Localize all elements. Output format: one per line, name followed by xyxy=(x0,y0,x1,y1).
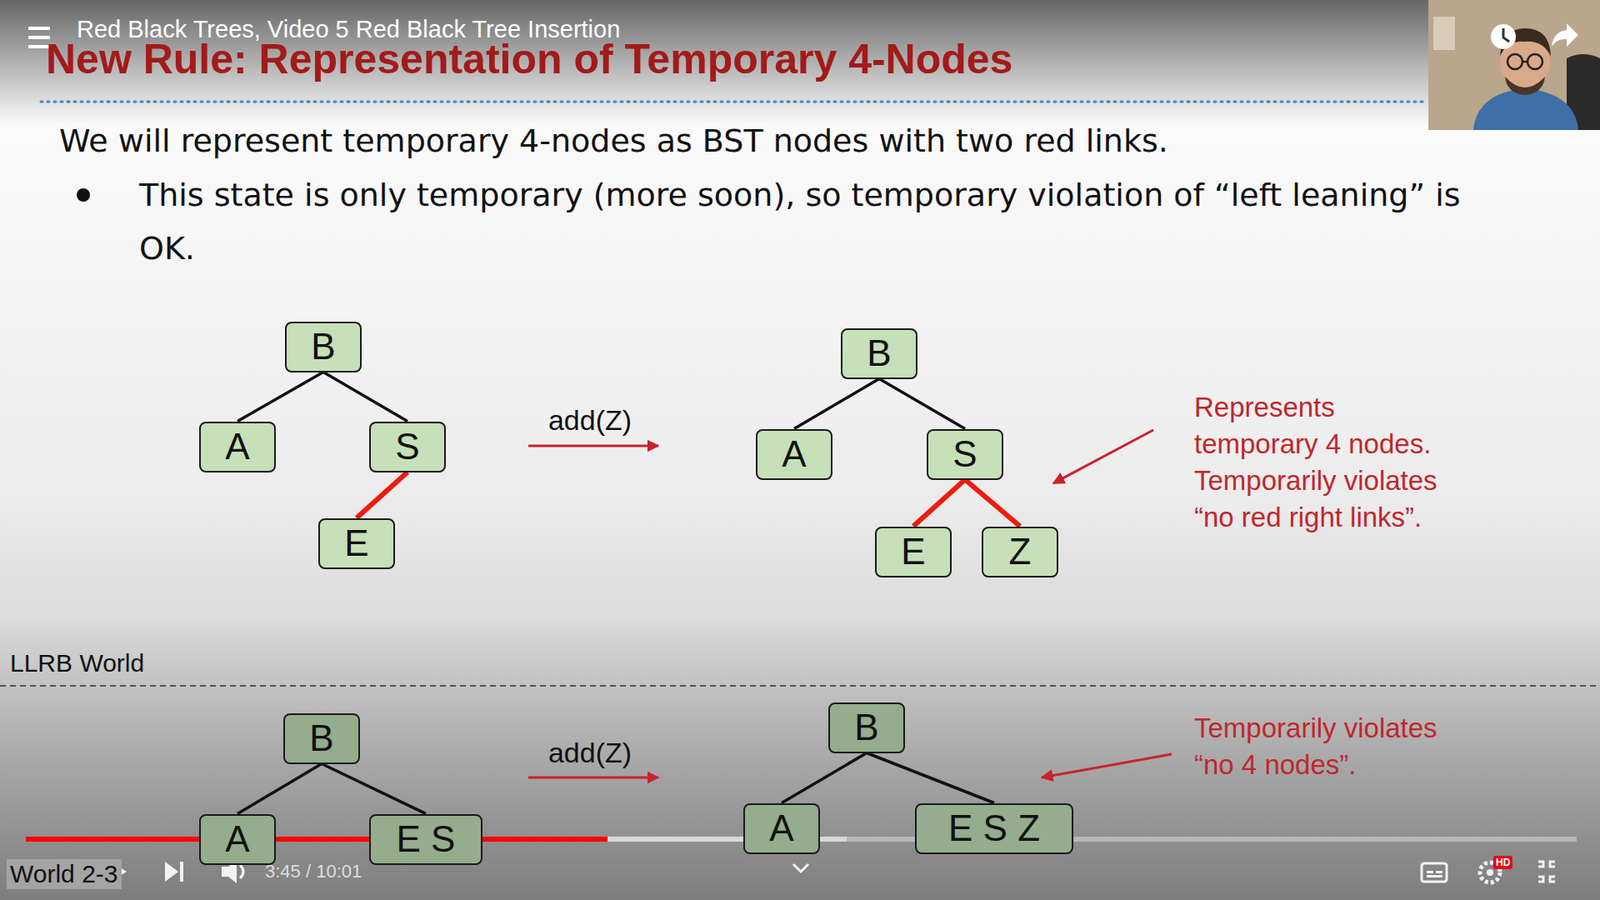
world-label: World 2-3 xyxy=(6,859,122,890)
tree-node: B xyxy=(283,713,360,765)
node-key: A xyxy=(769,810,794,847)
callout-leader xyxy=(1053,430,1154,484)
operation-label: add(Z) xyxy=(506,735,674,770)
bullet-dot xyxy=(76,188,90,202)
node-key: Z xyxy=(1009,533,1032,570)
black-link xyxy=(323,372,408,422)
tree-node: B xyxy=(285,321,362,373)
player-controls xyxy=(48,859,1555,885)
node-key: B xyxy=(866,335,891,372)
red-link xyxy=(913,480,965,527)
tree-node: E xyxy=(875,526,952,578)
title-rule xyxy=(40,100,1427,104)
black-link xyxy=(321,764,426,815)
webcam-inset xyxy=(1428,0,1600,130)
video-time: 3:45 / 10:01 xyxy=(265,860,362,883)
node-key: B xyxy=(309,720,334,757)
black-link xyxy=(879,379,965,430)
tree-node: B xyxy=(840,328,918,380)
tree-node: E S xyxy=(369,814,483,865)
node-key: B xyxy=(854,709,879,746)
tree-node: A xyxy=(199,814,276,865)
bullet-text: This state is only temporary (more soon)… xyxy=(139,168,1523,275)
operation-label: add(Z) xyxy=(506,403,674,437)
player-top-shade xyxy=(0,0,1600,125)
tree-node: S xyxy=(369,421,446,473)
tree-node: E S Z xyxy=(915,803,1074,855)
node-key: A xyxy=(225,820,250,858)
node-key: E S xyxy=(396,820,456,858)
tree-node: S xyxy=(926,429,1004,480)
node-key: E S Z xyxy=(948,810,1040,847)
operation-arrow xyxy=(528,776,659,780)
red-link xyxy=(356,472,408,519)
tree-node: B xyxy=(828,702,905,754)
video-title: Red Black Trees, Video 5 Red Black Tree … xyxy=(76,15,620,44)
callout-note: Temporarily violates “no 4 nodes”. xyxy=(1194,710,1463,784)
black-link xyxy=(237,764,322,815)
bullet-text: We will represent temporary 4-nodes as B… xyxy=(59,114,1560,168)
callout-note: Represents temporary 4 nodes. Temporaril… xyxy=(1194,389,1463,536)
tree-node: A xyxy=(199,421,276,473)
tree-node: Z xyxy=(981,526,1059,578)
callout-leader xyxy=(1041,754,1172,778)
tree-node: E xyxy=(318,518,395,570)
player-bottom-shade xyxy=(0,616,1600,900)
node-key: A xyxy=(781,435,806,473)
hd-badge: HD xyxy=(1493,855,1513,870)
node-key: A xyxy=(225,428,250,465)
world-label: LLRB World xyxy=(10,648,145,679)
black-link xyxy=(866,753,995,804)
world-divider xyxy=(0,685,1600,687)
black-link xyxy=(781,753,867,804)
node-key: S xyxy=(395,428,420,465)
node-key: S xyxy=(952,435,977,473)
tree-node: A xyxy=(743,803,820,855)
black-link xyxy=(237,372,324,422)
black-link xyxy=(794,379,880,430)
node-key: E xyxy=(344,525,369,562)
share-icon xyxy=(1551,23,1579,47)
node-key: E xyxy=(900,533,925,570)
operation-arrow xyxy=(528,445,659,448)
red-link xyxy=(965,480,1020,527)
watch-later-icon xyxy=(1490,24,1516,50)
tree-node: A xyxy=(755,429,833,480)
node-key: B xyxy=(310,328,335,365)
